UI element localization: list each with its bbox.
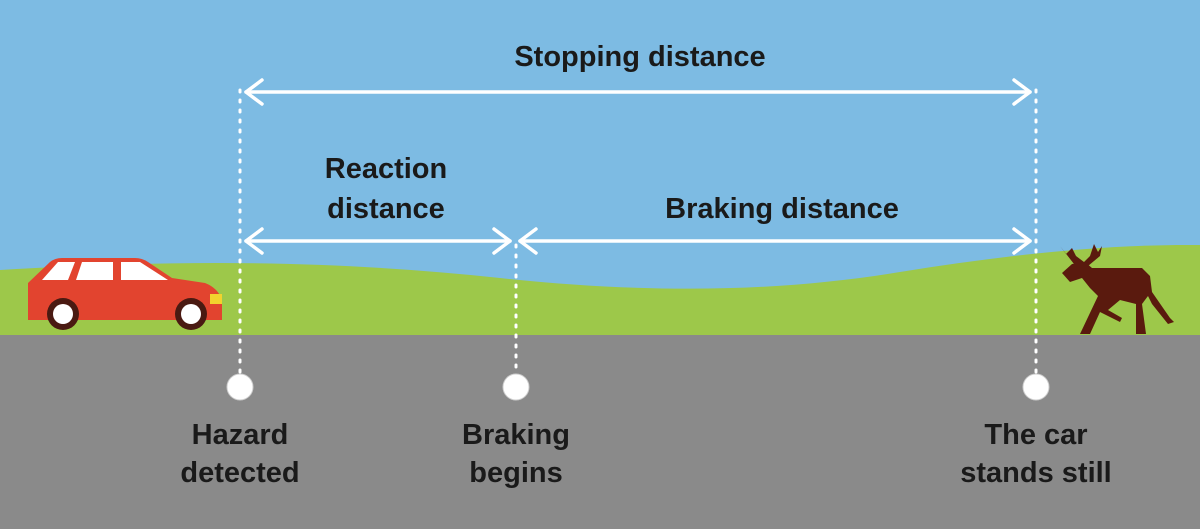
braking-marker bbox=[502, 373, 530, 401]
car-icon bbox=[28, 258, 222, 330]
reaction-distance-label-line1: Reaction bbox=[325, 153, 447, 185]
stopping-distance-arrow bbox=[244, 78, 1032, 106]
stopping-distance-label: Stopping distance bbox=[514, 41, 765, 73]
dotted-guides bbox=[238, 88, 1038, 374]
moose-icon bbox=[1060, 244, 1174, 334]
braking-begins-label-line2: begins bbox=[469, 457, 562, 489]
hazard-label-line2: detected bbox=[180, 457, 299, 489]
reaction-distance-arrow bbox=[244, 227, 512, 255]
braking-begins-label-line1: Braking bbox=[462, 419, 570, 451]
grass-hill bbox=[0, 244, 1200, 340]
stands-still-label-line1: The car bbox=[984, 419, 1087, 451]
braking-distance-arrow bbox=[518, 227, 1032, 255]
road bbox=[0, 335, 1200, 529]
hazard-marker bbox=[226, 373, 254, 401]
hazard-label-line1: Hazard bbox=[192, 419, 289, 451]
braking-distance-label: Braking distance bbox=[665, 193, 899, 225]
stop-marker bbox=[1022, 373, 1050, 401]
stands-still-label-line2: stands still bbox=[960, 457, 1112, 489]
reaction-distance-label-line2: distance bbox=[327, 193, 445, 225]
